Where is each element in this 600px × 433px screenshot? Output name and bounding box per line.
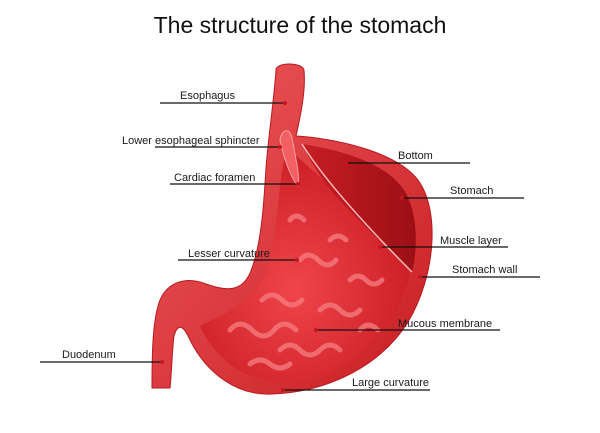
label-lesser-curvature: Lesser curvature <box>188 248 270 260</box>
diagram-title: The structure of the stomach <box>154 12 447 38</box>
leader-lines <box>40 101 540 392</box>
muscle-layer-band <box>302 144 416 272</box>
stomach-lumen <box>200 148 410 382</box>
muscle-layer-edge <box>301 143 413 273</box>
label-stomach: Stomach <box>450 185 493 197</box>
label-muscle-layer: Muscle layer <box>440 235 502 247</box>
labels: Esophagus Lower esophageal sphincter Car… <box>62 90 517 389</box>
mucosa-folds <box>227 213 385 371</box>
label-mucous-membrane: Mucous membrane <box>398 318 492 330</box>
label-lower-esophageal-sphincter: Lower esophageal sphincter <box>122 135 260 147</box>
label-esophagus: Esophagus <box>180 90 236 102</box>
stomach-illustration <box>151 63 433 395</box>
label-cardiac-foramen: Cardiac foramen <box>174 172 255 184</box>
label-bottom: Bottom <box>398 150 433 162</box>
label-stomach-wall: Stomach wall <box>452 264 517 276</box>
esophagus-inner <box>279 130 299 188</box>
label-duodenum: Duodenum <box>62 349 116 361</box>
label-large-curvature: Large curvature <box>352 377 429 389</box>
